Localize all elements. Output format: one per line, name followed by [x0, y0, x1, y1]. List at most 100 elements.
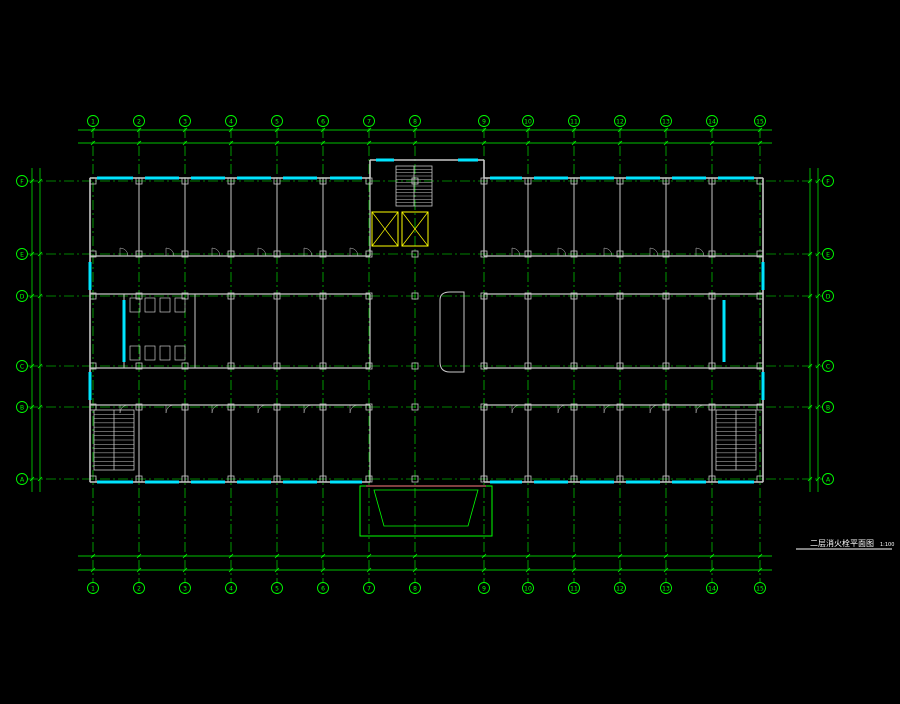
svg-text:F: F: [826, 178, 830, 185]
axis-bubble-2: 2: [133, 582, 145, 594]
door-swing: [511, 404, 521, 414]
drawing-title: 二层消火栓平面图: [810, 538, 874, 548]
dimension-tick: [29, 476, 35, 482]
structural-column: [616, 362, 624, 370]
structural-column: [662, 475, 670, 483]
svg-text:14: 14: [708, 585, 716, 592]
dimension-tick: [274, 567, 280, 573]
door-swing: [649, 404, 659, 414]
structural-column: [480, 362, 488, 370]
axis-bubble-C: C: [822, 360, 834, 372]
dimension-tick: [617, 127, 623, 133]
structural-column: [227, 403, 235, 411]
axis-bubble-12: 12: [614, 115, 626, 127]
dimension-tick: [481, 553, 487, 559]
restroom-stall: [144, 297, 156, 313]
stair-center: [395, 165, 433, 207]
axis-bubble-D: D: [16, 290, 28, 302]
structural-column: [411, 362, 419, 370]
structural-column: [570, 403, 578, 411]
structural-column: [227, 292, 235, 300]
structural-column: [662, 292, 670, 300]
column-axis-bubbles: 1122334455667788991010111112121313141415…: [87, 115, 766, 594]
dimension-tick: [663, 127, 669, 133]
dimension-tick: [90, 127, 96, 133]
dimension-tick: [320, 553, 326, 559]
axis-bubble-8: 8: [409, 582, 421, 594]
dimension-tick: [757, 140, 763, 146]
dimension-tick: [274, 553, 280, 559]
dimension-tick: [571, 567, 577, 573]
svg-text:A: A: [826, 476, 831, 483]
dimension-tick: [757, 553, 763, 559]
svg-text:5: 5: [275, 585, 279, 592]
svg-text:6: 6: [321, 585, 325, 592]
dimension-tick: [90, 553, 96, 559]
structural-column: [89, 362, 97, 370]
axis-bubble-11: 11: [568, 115, 580, 127]
atrium-outline: [439, 291, 465, 373]
dimension-tick: [320, 127, 326, 133]
structural-column: [273, 475, 281, 483]
dimension-tick: [617, 567, 623, 573]
dimension-tick: [571, 140, 577, 146]
dimension-tick: [709, 127, 715, 133]
dimension-tick: [29, 404, 35, 410]
door-swing: [257, 404, 267, 414]
door-swing: [257, 247, 267, 257]
axis-bubble-4: 4: [225, 115, 237, 127]
structural-column: [708, 177, 716, 185]
dimension-tick: [807, 404, 813, 410]
dimension-tick: [320, 140, 326, 146]
axis-bubble-13: 13: [660, 115, 672, 127]
dimension-tick: [807, 293, 813, 299]
svg-text:5: 5: [275, 118, 279, 125]
dimension-tick: [815, 251, 821, 257]
svg-text:E: E: [20, 251, 24, 258]
structural-column: [273, 177, 281, 185]
svg-text:2: 2: [137, 118, 141, 125]
structural-column: [135, 177, 143, 185]
axis-bubble-10: 10: [522, 582, 534, 594]
dimension-tick: [366, 140, 372, 146]
axis-bubble-6: 6: [317, 115, 329, 127]
door-swing: [119, 247, 129, 257]
dimension-tick: [815, 178, 821, 184]
svg-text:A: A: [20, 476, 25, 483]
dimension-tick: [90, 140, 96, 146]
structural-column: [319, 292, 327, 300]
structural-column: [662, 403, 670, 411]
dimension-tick: [228, 127, 234, 133]
axis-bubble-11: 11: [568, 582, 580, 594]
axis-bubble-F: F: [16, 175, 28, 187]
svg-text:F: F: [20, 178, 24, 185]
structural-column: [616, 403, 624, 411]
dimension-tick: [757, 127, 763, 133]
dimension-tick: [663, 567, 669, 573]
door-swing: [165, 404, 175, 414]
structural-column: [135, 292, 143, 300]
dimension-tick: [136, 567, 142, 573]
dimension-tick: [182, 127, 188, 133]
door-swing: [303, 404, 313, 414]
structural-column: [708, 362, 716, 370]
structural-column: [524, 362, 532, 370]
svg-text:13: 13: [662, 585, 670, 592]
door-swing: [211, 404, 221, 414]
svg-text:12: 12: [616, 118, 624, 125]
structural-column: [756, 292, 764, 300]
structural-column: [273, 403, 281, 411]
structural-column: [319, 177, 327, 185]
structural-column: [365, 177, 373, 185]
svg-text:10: 10: [524, 585, 532, 592]
svg-text:4: 4: [229, 585, 233, 592]
door-swing: [649, 247, 659, 257]
structural-column: [480, 250, 488, 258]
stair-left: [93, 409, 135, 471]
dimension-tick: [320, 567, 326, 573]
dimension-tick: [37, 404, 43, 410]
structural-column: [480, 475, 488, 483]
dimension-tick: [29, 178, 35, 184]
svg-text:E: E: [826, 251, 830, 258]
